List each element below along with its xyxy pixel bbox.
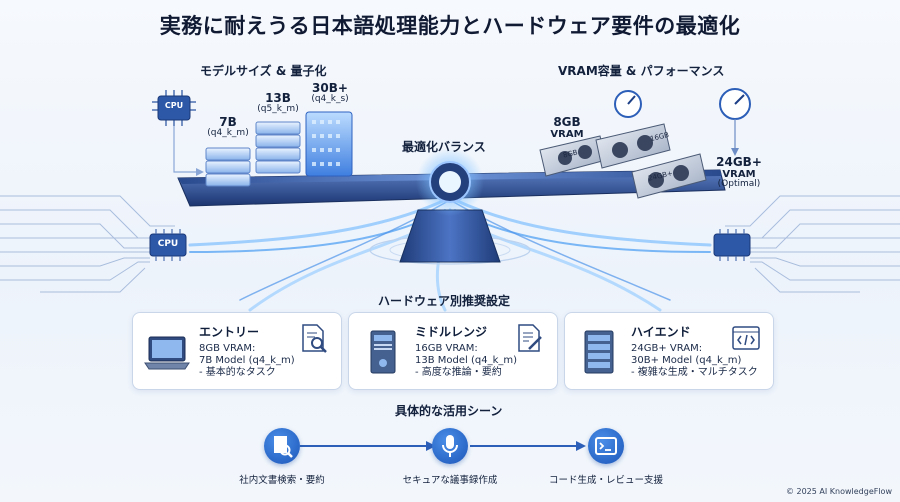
gpu-card-24gb-icon [631, 153, 707, 199]
card-highend-line-1: 24GB+ VRAM: [631, 343, 703, 354]
model-7b-label: 7B (q4_k_m) [207, 115, 249, 139]
laptop-icon [144, 336, 190, 370]
document-search-icon [274, 436, 293, 458]
gpu-24gb-label: 24GB+ VRAM (Optimal) [716, 155, 762, 190]
model-stack-7b [205, 147, 251, 187]
card-entry: エントリー 8GB VRAM: 7B Model (q4_k_m) - 基本的な… [132, 312, 342, 390]
card-highend: ハイエンド 24GB+ VRAM: 30B+ Model (q4_k_m) - … [564, 312, 774, 390]
model-stack-30b [305, 111, 353, 177]
card-entry-line-2: 7B Model (q4_k_m) [199, 355, 295, 366]
code-terminal-icon [595, 437, 617, 455]
gpu-card-16gb-icon [595, 123, 671, 169]
document-edit-icon [518, 324, 542, 352]
card-midrange-line-2: 13B Model (q4_k_m) [415, 355, 518, 366]
card-midrange-title: ミドルレンジ [415, 325, 488, 339]
server-rack-icon [584, 330, 614, 374]
vram-section-label: VRAM容量 & パフォーマンス [558, 64, 725, 78]
card-entry-line-1: 8GB VRAM: [199, 343, 256, 354]
speed-gauge-large-icon [719, 88, 751, 156]
model-30b-label: 30B+ (q4_k_s) [311, 81, 349, 105]
circuit-lines-right [725, 195, 900, 293]
microphone-icon [442, 435, 458, 457]
usecase-meeting-notes [432, 428, 468, 464]
document-search-icon [302, 324, 327, 353]
card-entry-line-3: - 基本的なタスク [199, 367, 276, 378]
page-title: 実務に耐えうる日本語処理能力とハードウェア要件の最適化 [159, 14, 741, 38]
card-midrange: ミドルレンジ 16GB VRAM: 13B Model (q4_k_m) - 高… [348, 312, 558, 390]
cpu-chip-left-label: CPU [157, 239, 179, 249]
cpu-chip-left-icon [149, 229, 187, 261]
copyright: © 2025 AI KnowledgeFlow [785, 487, 892, 496]
card-midrange-line-3: - 高度な推論・要約 [415, 367, 502, 378]
card-highend-line-3: - 複雑な生成・マルチタスク [631, 367, 758, 378]
gpu-8gb-label: 8GB VRAM [550, 115, 584, 141]
usecase-code-review [588, 428, 624, 464]
usecase-section-label: 具体的な活用シーン [395, 404, 503, 418]
server-tower-icon [370, 330, 396, 374]
card-midrange-line-1: 16GB VRAM: [415, 343, 478, 354]
speed-gauge-small-icon [614, 90, 642, 118]
card-highend-line-2: 30B+ Model (q4_k_m) [631, 355, 742, 366]
usecase-document-search-label: 社内文書検索・要約 [239, 475, 325, 486]
cpu-chip-top-icon [152, 90, 204, 176]
cpu-chip-top-label: CPU [164, 101, 184, 110]
usecase-code-review-label: コード生成・レビュー支援 [548, 475, 663, 486]
model-stack-13b [255, 121, 301, 174]
card-entry-title: エントリー [199, 325, 260, 339]
code-window-icon [732, 326, 760, 350]
model-13b-label: 13B (q5_k_m) [257, 91, 299, 115]
usecase-document-search [264, 428, 300, 464]
circuit-lines-left [0, 195, 175, 293]
card-highend-title: ハイエンド [631, 325, 691, 339]
usecase-meeting-notes-label: セキュアな議事録作成 [402, 475, 498, 486]
recommendation-section-label: ハードウェア別推奨設定 [378, 294, 511, 308]
balance-label: 最適化バランス [402, 140, 486, 154]
model-size-section-label: モデルサイズ & 量子化 [200, 64, 327, 78]
cpu-chip-right-icon [713, 229, 751, 261]
